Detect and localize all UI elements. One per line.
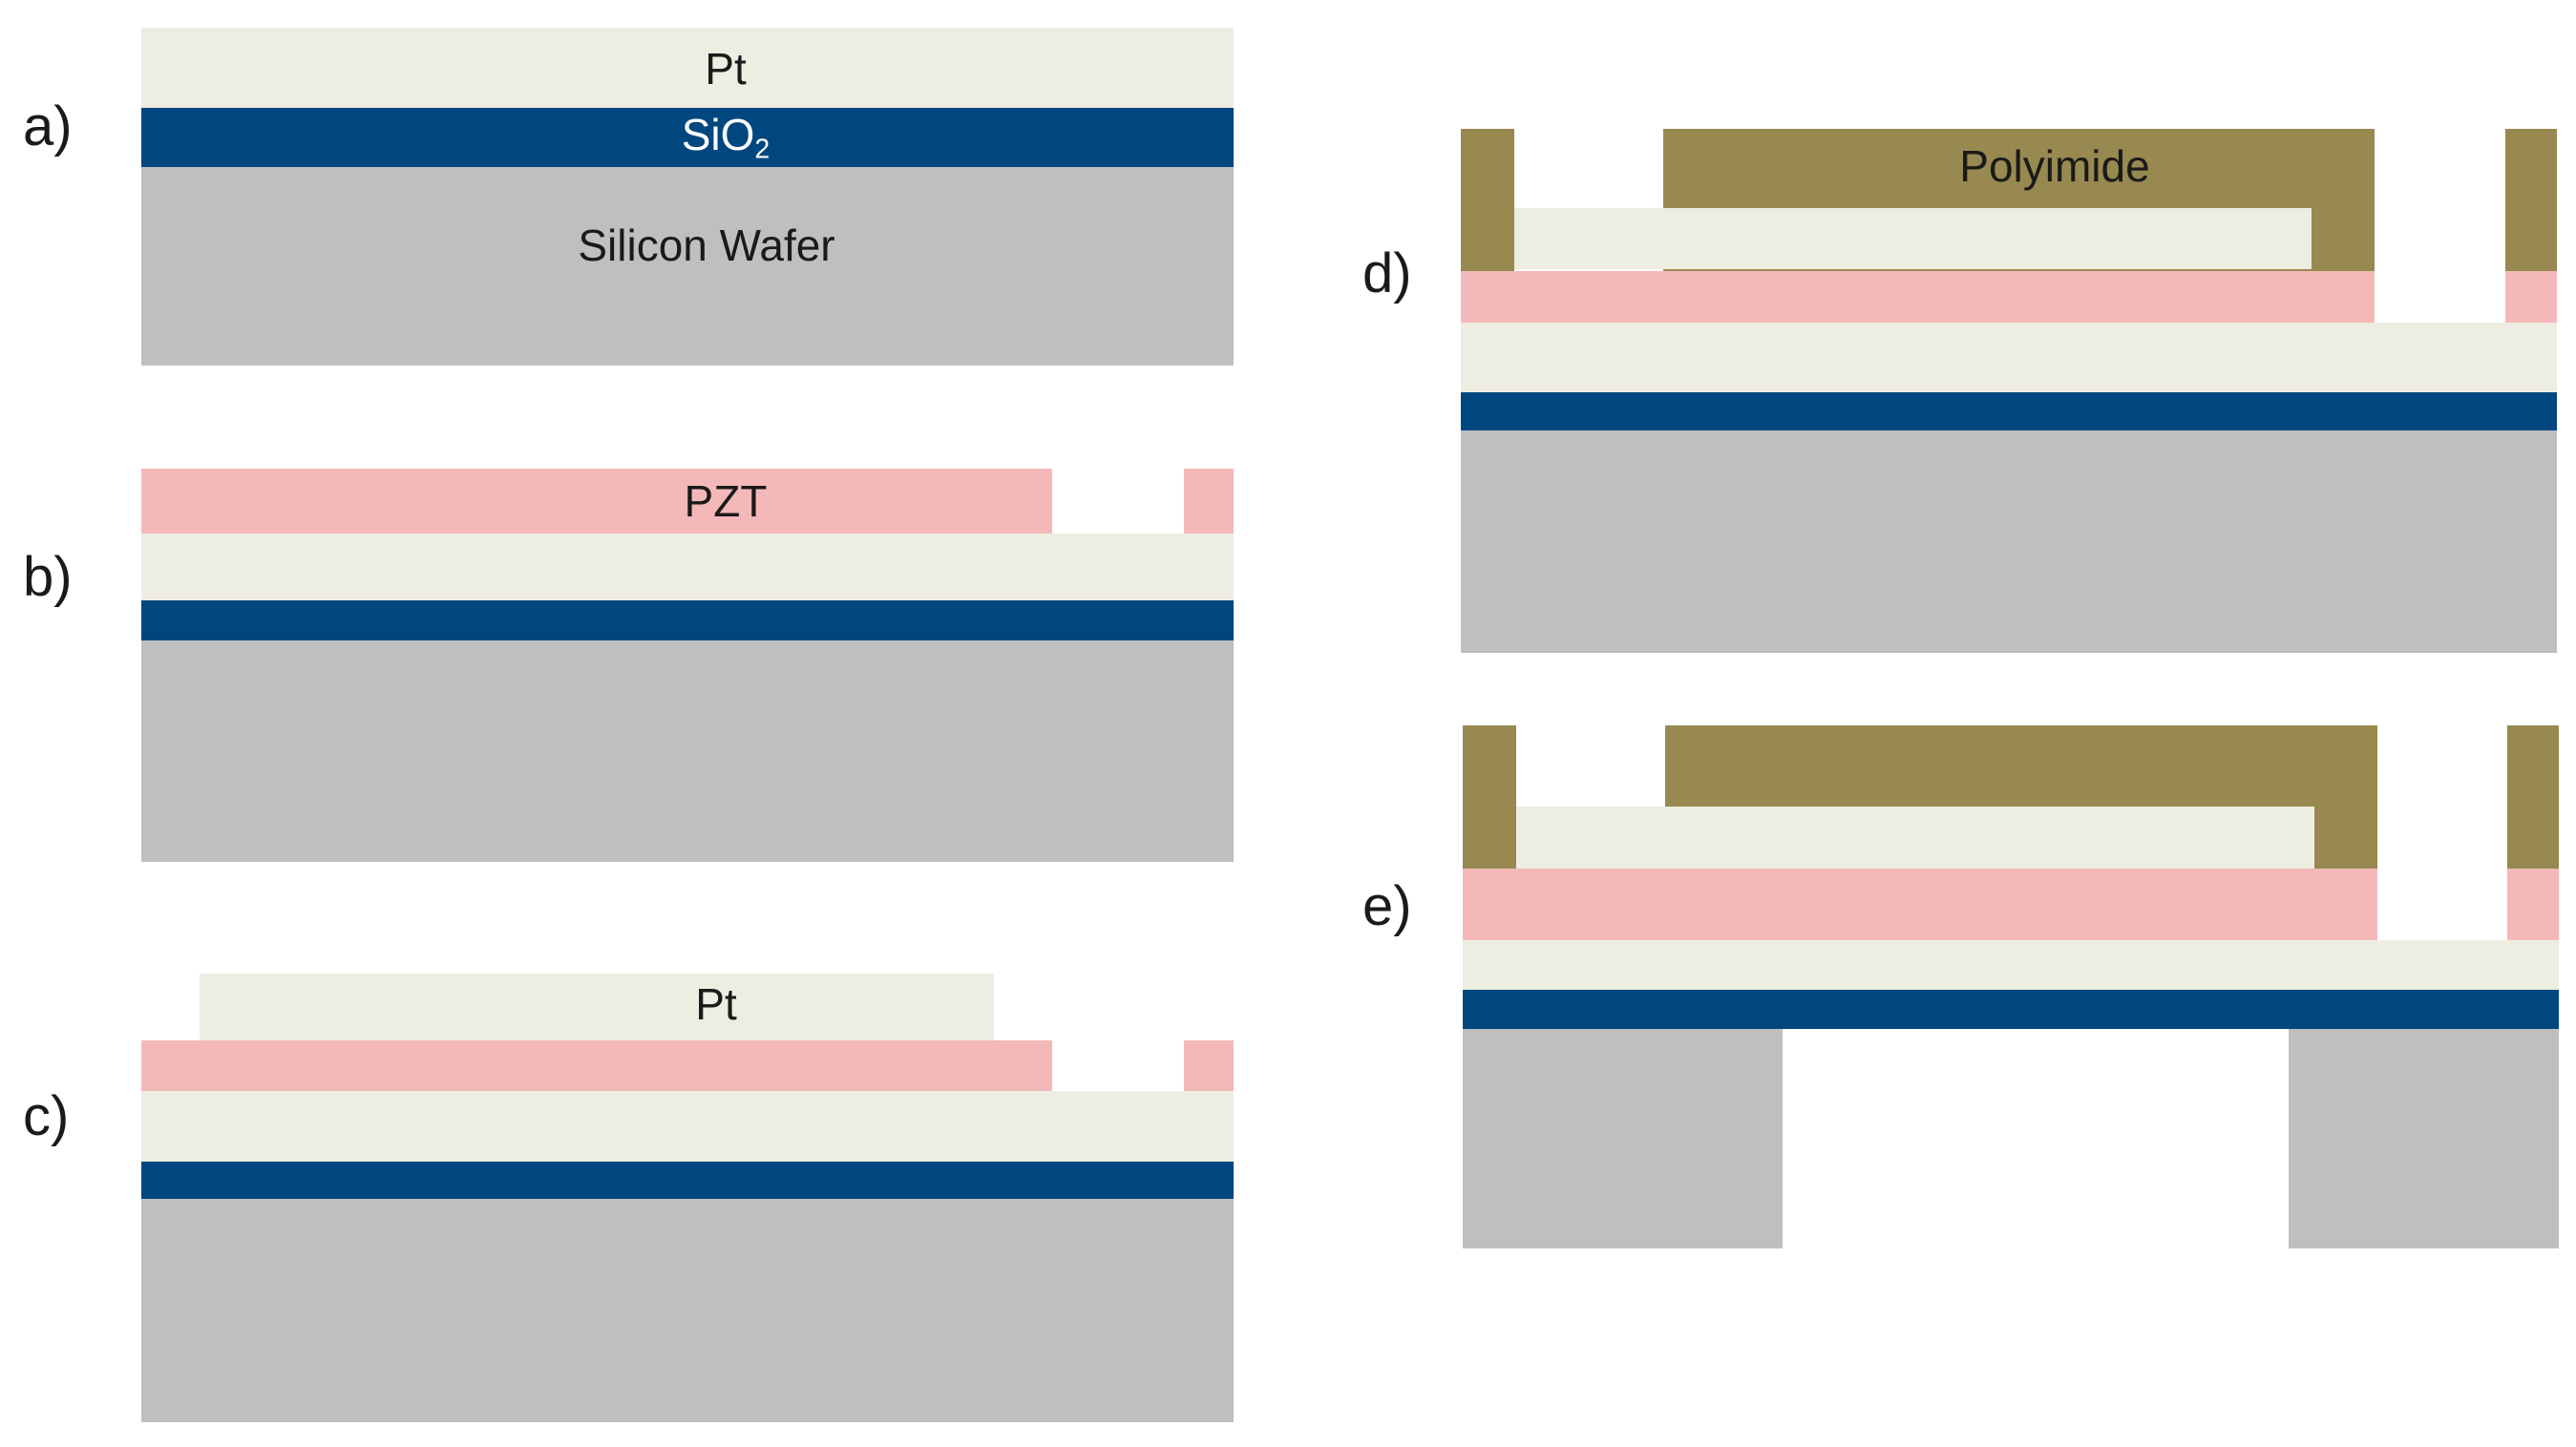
step-e-pt-layer (1463, 940, 2559, 990)
label-pt-top: Pt (695, 979, 737, 1029)
label-polyimide: Polyimide (1959, 141, 2150, 191)
step-a-pt-layer (141, 28, 1234, 108)
step-b-pzt-right (1184, 469, 1234, 534)
step-a-silicon-wafer (141, 167, 1234, 366)
label-sio2: SiO2 (681, 110, 771, 163)
step-d-pt-top-electrode (1514, 208, 2312, 269)
step-e-silicon-left (1463, 1029, 1783, 1248)
step-d-pzt-right (2505, 271, 2557, 323)
step-d-polyimide-right-post (2505, 129, 2557, 271)
step-label-c: c) (23, 1085, 70, 1147)
label-sio2-base: SiO (681, 110, 755, 159)
step-b-pt-layer (141, 534, 1234, 600)
step-e-polyimide-left-post (1463, 725, 1516, 869)
step-a-sio2-layer (141, 108, 1234, 167)
label-sio2-subscript: 2 (754, 134, 771, 165)
step-e-pt-top-electrode (1516, 807, 2314, 869)
step-c-pzt-main (141, 1040, 1052, 1091)
label-pzt: PZT (684, 476, 768, 526)
label-silicon-wafer: Silicon Wafer (578, 220, 835, 270)
step-e-polyimide-right-post (2507, 725, 2559, 869)
step-d-pzt-main (1461, 271, 2375, 323)
step-e-pzt-main (1463, 869, 2377, 940)
step-d-sio2-layer (1461, 392, 2557, 430)
label-pt: Pt (705, 44, 747, 94)
step-b-pzt-main (141, 469, 1052, 534)
step-b-sio2-layer (141, 600, 1234, 640)
step-c-sio2-layer (141, 1162, 1234, 1199)
step-d-polyimide-left-post (1461, 129, 1514, 271)
step-d-pt-layer (1461, 323, 2557, 392)
step-label-d: d) (1362, 242, 1412, 304)
step-label-e: e) (1362, 875, 1412, 937)
step-c-pzt-right (1184, 1040, 1234, 1091)
step-label-b: b) (23, 546, 73, 608)
step-c-pt-top-electrode (200, 974, 994, 1040)
step-c-silicon-wafer (141, 1199, 1234, 1422)
step-e-silicon-right (2289, 1029, 2559, 1248)
step-label-a: a) (23, 95, 73, 157)
step-b-silicon-wafer (141, 640, 1234, 862)
step-c-pt-layer (141, 1091, 1234, 1162)
step-e-pzt-right (2507, 869, 2559, 940)
step-d-silicon-wafer (1461, 430, 2557, 653)
step-e-sio2-layer (1463, 990, 2559, 1029)
